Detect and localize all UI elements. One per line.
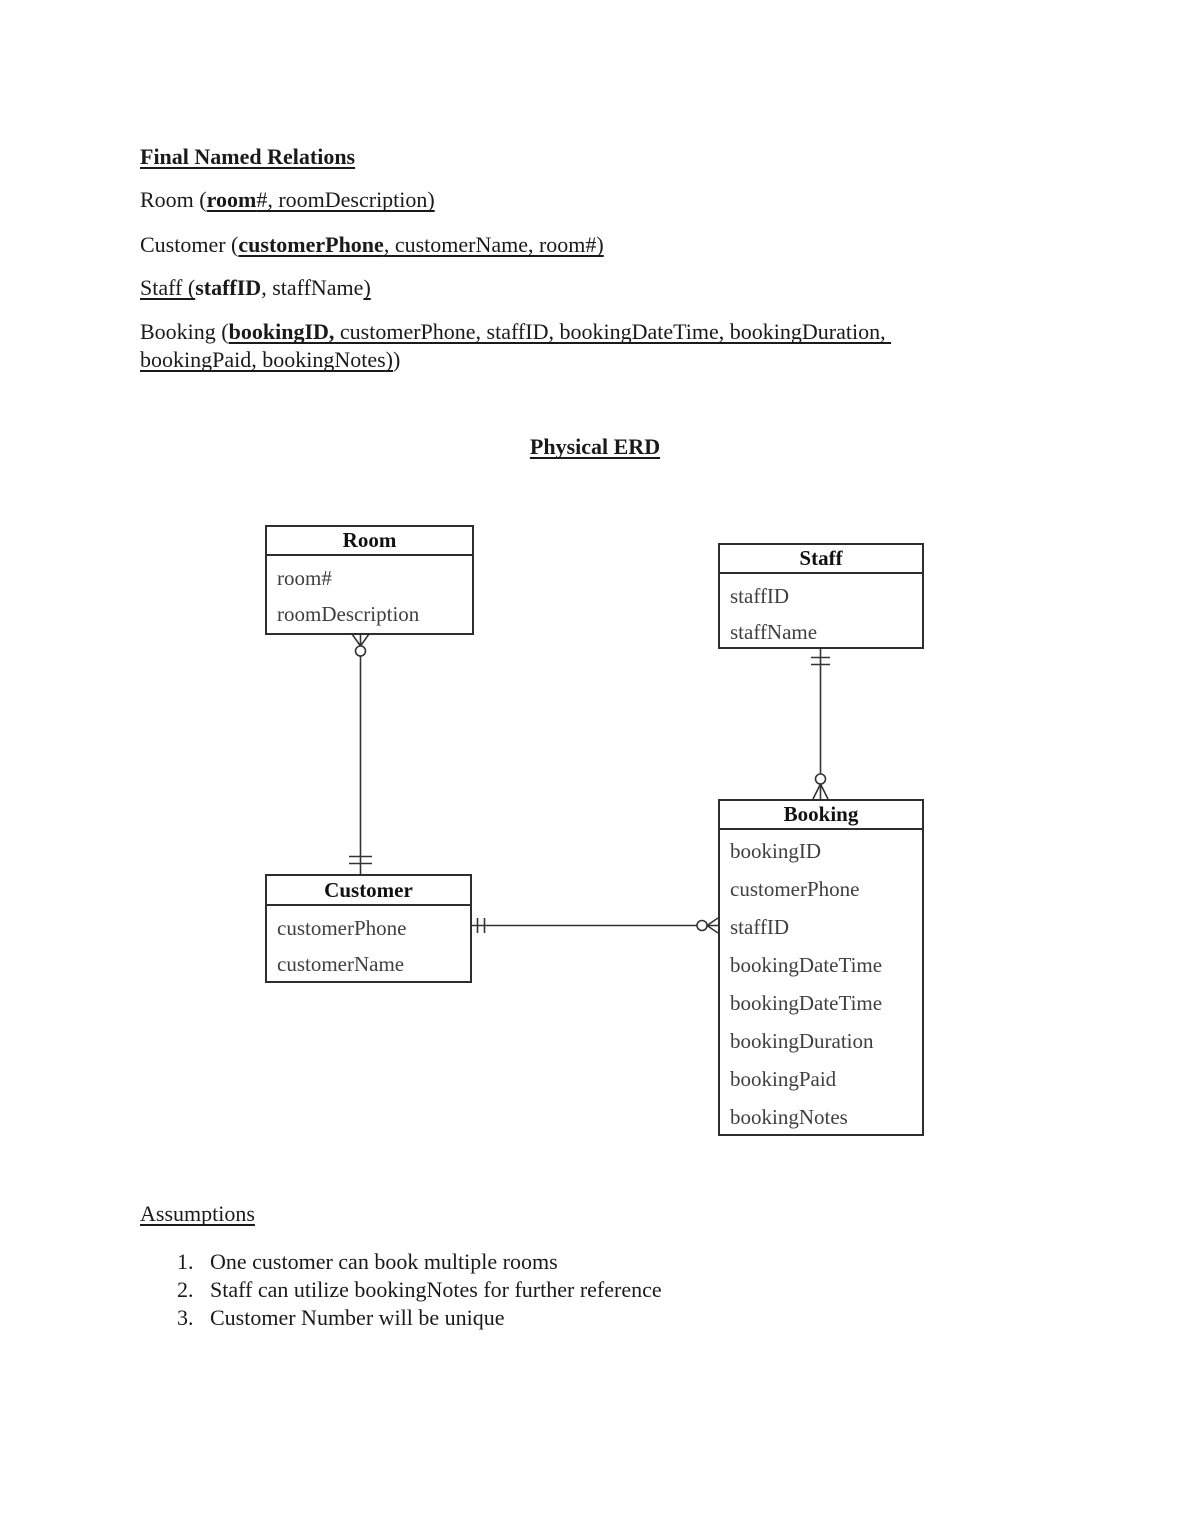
crowfoot-many-icon bbox=[812, 783, 829, 800]
assumption-item: 3. Customer Number will be unique bbox=[177, 1304, 662, 1332]
assumptions-heading: Assumptions bbox=[140, 1201, 255, 1226]
relation-room-prefix: Room ( bbox=[140, 187, 207, 212]
relation-booking-close: ) bbox=[393, 347, 401, 372]
relation-staff-rest: , staffName bbox=[261, 275, 364, 300]
section-heading-final-named-relations: Final Named Relations bbox=[140, 144, 356, 169]
optional-circle-icon bbox=[814, 773, 827, 785]
assumption-text: Customer Number will be unique bbox=[210, 1305, 505, 1330]
entity-customer-title: Customer bbox=[267, 876, 470, 906]
relation-booking-rest-line2: bookingPaid, bookingNotes bbox=[140, 347, 386, 372]
assumption-item: 1. One customer can book multiple rooms bbox=[177, 1248, 662, 1276]
connector-room-customer bbox=[349, 633, 372, 874]
relation-booking-prefix: Booking ( bbox=[140, 319, 229, 344]
entity-room: Room room# roomDescription bbox=[265, 525, 474, 635]
entity-booking-attr-4: bookingDateTime bbox=[730, 990, 883, 1015]
connector-staff-booking bbox=[811, 648, 830, 800]
relation-staff-pk: staffID bbox=[195, 275, 262, 300]
entity-booking-attr-7: bookingNotes bbox=[730, 1104, 848, 1129]
assumption-marker: 3. bbox=[177, 1305, 194, 1330]
entity-booking-attrs: bookingID customerPhone staffID bookingD… bbox=[720, 830, 922, 1136]
one-and-only-one-bars-icon bbox=[811, 656, 830, 666]
entity-customer-attr-1: customerName bbox=[277, 951, 405, 976]
optional-circle-icon bbox=[696, 919, 708, 932]
entity-room-attrs: room# roomDescription bbox=[267, 556, 472, 632]
relation-booking-rest-line1: customerPhone, staffID, bookingDateTime,… bbox=[334, 319, 892, 344]
assumption-text: Staff can utilize bookingNotes for furth… bbox=[210, 1277, 662, 1302]
entity-booking-title: Booking bbox=[720, 801, 922, 830]
entity-customer-attrs: customerPhone customerName bbox=[267, 906, 470, 982]
relation-customer-pk: customerPhone bbox=[238, 232, 384, 257]
entity-booking: Booking bookingID customerPhone staffID … bbox=[718, 799, 924, 1136]
relation-staff-close-paren: ) bbox=[363, 275, 371, 300]
assumption-text: One customer can book multiple rooms bbox=[210, 1249, 558, 1274]
relation-customer-rest: , customerName, room#) bbox=[383, 232, 604, 257]
entity-staff-attr-1: staffName bbox=[730, 619, 818, 644]
entity-booking-attr-0: bookingID bbox=[730, 838, 821, 863]
relation-room-rest: #, roomDescription) bbox=[256, 187, 435, 212]
entity-booking-attr-3: bookingDateTime bbox=[730, 952, 883, 977]
relation-room-pk: room bbox=[206, 187, 257, 212]
assumption-item: 2. Staff can utilize bookingNotes for fu… bbox=[177, 1276, 662, 1304]
entity-customer-attr-0: customerPhone bbox=[277, 915, 407, 940]
erd-title-row: Physical ERD bbox=[0, 434, 1190, 460]
entity-staff-attr-0: staffID bbox=[730, 583, 790, 608]
entity-booking-attr-6: bookingPaid bbox=[730, 1066, 837, 1091]
relation-booking-pk: bookingID, bbox=[228, 319, 335, 344]
one-and-only-one-bars-icon bbox=[476, 918, 486, 933]
entity-customer: Customer customerPhone customerName bbox=[265, 874, 472, 983]
relation-customer-prefix: Customer ( bbox=[140, 232, 239, 257]
entity-booking-attr-1: customerPhone bbox=[730, 876, 860, 901]
entity-booking-attr-5: bookingDuration bbox=[730, 1028, 874, 1053]
one-and-only-one-bars-icon bbox=[349, 855, 372, 865]
relation-staff: Staff (staffID, staffName) bbox=[140, 274, 371, 302]
entity-room-title: Room bbox=[267, 527, 472, 556]
connector-customer-booking bbox=[472, 917, 719, 934]
optional-circle-icon bbox=[354, 645, 367, 657]
entity-booking-attr-2: staffID bbox=[730, 914, 790, 939]
relation-staff-prefix: Staff ( bbox=[140, 275, 196, 300]
entity-room-attr-0: room# bbox=[277, 565, 332, 590]
entity-staff-attrs: staffID staffName bbox=[720, 574, 922, 650]
entity-staff-title: Staff bbox=[720, 545, 922, 574]
entity-room-attr-1: roomDescription bbox=[277, 601, 420, 626]
crowfoot-many-icon bbox=[351, 633, 370, 647]
relation-room: Room (room#, roomDescription) bbox=[140, 186, 435, 214]
assumptions-list: 1. One customer can book multiple rooms … bbox=[177, 1248, 662, 1332]
relation-customer: Customer (customerPhone, customerName, r… bbox=[140, 231, 604, 259]
relation-booking: Booking (bookingID, customerPhone, staff… bbox=[140, 318, 990, 374]
assumption-marker: 1. bbox=[177, 1249, 194, 1274]
assumption-marker: 2. bbox=[177, 1277, 194, 1302]
crowfoot-many-icon bbox=[706, 917, 719, 934]
entity-staff: Staff staffID staffName bbox=[718, 543, 924, 649]
relation-booking-close-underlined: ) bbox=[385, 347, 393, 372]
erd-section-title: Physical ERD bbox=[529, 434, 661, 459]
